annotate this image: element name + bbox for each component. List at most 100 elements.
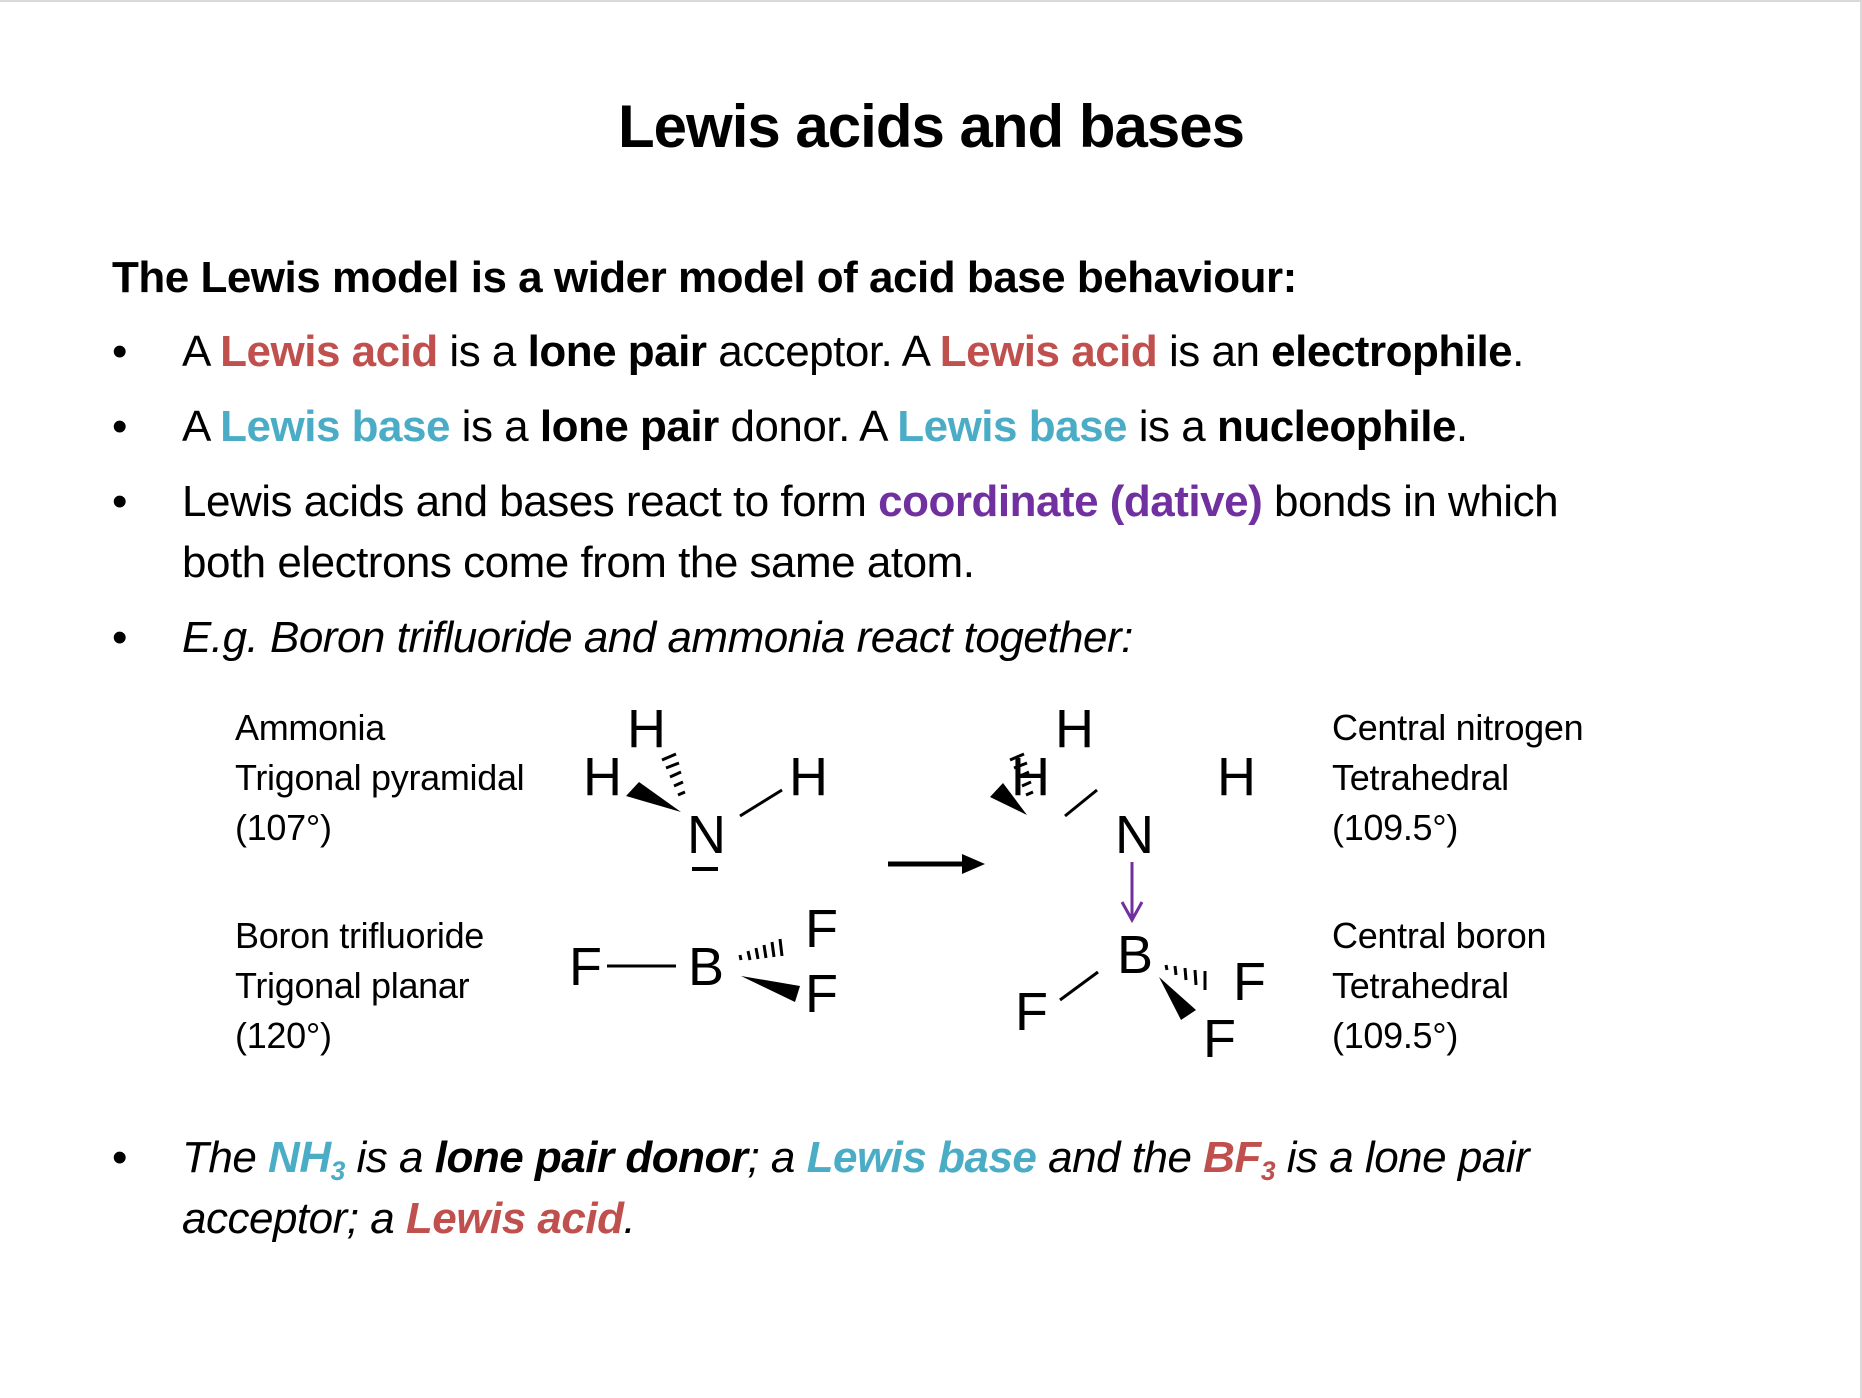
ammonia-angle: (107°) [235, 807, 332, 848]
lewis-base-term: Lewis base [220, 402, 450, 451]
hashed-bond [1009, 752, 1034, 797]
lewis-base-term: Lewis base [806, 1133, 1037, 1182]
text: . [623, 1194, 636, 1243]
wedge-bond [990, 783, 1027, 815]
text: is a lone pair [1275, 1133, 1530, 1182]
text: acceptor; a [182, 1194, 406, 1243]
text: is a [1127, 402, 1217, 451]
text: acceptor. A [706, 327, 940, 376]
atom-f-lower: F [805, 964, 838, 1024]
dative-bond-term: coordinate (dative) [878, 477, 1263, 526]
bullet-dot: • [112, 613, 128, 662]
product-boron-name: Central boron [1332, 915, 1547, 956]
atom-h-top: H [627, 699, 666, 759]
text: is a [344, 1133, 435, 1182]
product-nitrogen-angle: (109.5°) [1332, 807, 1459, 848]
subscript: 3 [1260, 1155, 1276, 1186]
bullet-dot: • [112, 402, 128, 451]
text: A [182, 402, 221, 451]
hashed-bond [661, 752, 686, 797]
hashed-bond [1164, 964, 1207, 990]
product-nitrogen-label: Central nitrogen Tetrahedral (109.5°) [1332, 703, 1584, 853]
atom-f-left: F [1015, 982, 1048, 1042]
intro-heading: The Lewis model is a wider model of acid… [112, 253, 1297, 302]
text: is a [437, 327, 528, 376]
ammonia-name: Ammonia [235, 707, 385, 748]
product-nitrogen-shape: Tetrahedral [1332, 757, 1509, 798]
lewis-base-term: Lewis base [897, 402, 1128, 451]
hashed-bond [738, 938, 784, 961]
atom-b: B [688, 937, 724, 997]
wedge-bond [1159, 977, 1196, 1020]
atom-h-right: H [789, 747, 828, 807]
nucleophile-term: nucleophile [1216, 402, 1456, 451]
product-boron-shape: Tetrahedral [1332, 965, 1509, 1006]
text: . [1512, 327, 1524, 376]
slide-title: Lewis acids and bases [618, 93, 1245, 160]
lone-pair-donor-term: lone pair donor [434, 1133, 748, 1182]
product-boron-angle: (109.5°) [1332, 1015, 1459, 1056]
text: Lewis acids and bases react to form [182, 477, 879, 526]
atom-b: B [1117, 925, 1153, 985]
atom-h-right: H [1217, 747, 1256, 807]
slide-border-right [1860, 0, 1862, 1398]
bf3-shape: Trigonal planar [235, 965, 470, 1006]
lewis-acid-term: Lewis acid [405, 1194, 624, 1243]
ammonia-shape: Trigonal pyramidal [235, 757, 525, 798]
bf3-label: Boron trifluoride Trigonal planar (120°) [235, 911, 484, 1061]
subscript: 3 [330, 1155, 346, 1186]
product-boron-label: Central boron Tetrahedral (109.5°) [1332, 911, 1547, 1061]
bf3-name: Boron trifluoride [235, 915, 485, 956]
ammonia-label: Ammonia Trigonal pyramidal (107°) [235, 703, 525, 853]
text: A [182, 327, 221, 376]
bf3-angle: (120°) [235, 1015, 332, 1056]
single-bond [739, 788, 783, 818]
ammonia-structure: H H H N [583, 699, 828, 871]
text: The [182, 1133, 269, 1182]
atom-n: N [687, 805, 726, 865]
product-nitrogen-name: Central nitrogen [1332, 707, 1584, 748]
nh3-term: NH3 [268, 1133, 345, 1186]
text: ; a [747, 1133, 807, 1182]
atom-f-bottom: F [1203, 1009, 1236, 1069]
electrophile-term: electrophile [1271, 327, 1513, 376]
bullet-text: Lewis acids and bases react to form coor… [182, 477, 1559, 527]
bullet-text: E.g. Boron trifluoride and ammonia react… [182, 613, 1133, 662]
bf3-term: BF3 [1203, 1133, 1275, 1186]
lewis-acid-term: Lewis acid [220, 327, 438, 376]
atom-h-top: H [1055, 699, 1094, 759]
product-bf3-structure: B F F F [1015, 925, 1266, 1069]
text: . [1455, 402, 1468, 451]
formula: NH [268, 1133, 331, 1182]
lone-pair-term: lone pair [539, 402, 719, 451]
text: donor. A [718, 402, 898, 451]
single-bond [1064, 788, 1098, 818]
bullet-text-line2: both electrons come from the same atom. [182, 538, 975, 587]
atom-n: N [1115, 805, 1154, 865]
bf3-structure: F B F F [569, 899, 838, 1024]
bullet-text: A Lewis base is a lone pair donor. A Lew… [182, 402, 1468, 452]
single-bond [1059, 970, 1099, 1002]
text: bonds in which [1262, 477, 1559, 526]
formula: BF [1203, 1133, 1261, 1182]
text: and the [1036, 1133, 1204, 1182]
product-nh3-structure: H H H N [990, 699, 1256, 865]
atom-h-left: H [583, 747, 622, 807]
bullet-dot: • [112, 327, 128, 376]
bullet-dot: • [112, 477, 128, 526]
wedge-bond [626, 782, 681, 812]
slide-border-top [0, 0, 1862, 2]
text: is a [449, 402, 540, 451]
down-arrow-icon [1120, 862, 1144, 924]
atom-f-upper: F [805, 899, 838, 959]
lewis-acid-term: Lewis acid [939, 327, 1158, 376]
wedge-bond [741, 976, 800, 1002]
atom-f-right: F [1233, 952, 1266, 1012]
lone-pair-term: lone pair [527, 327, 707, 376]
bullet-text: A Lewis acid is a lone pair acceptor. A … [182, 327, 1524, 377]
atom-f-left: F [569, 937, 602, 997]
bullet-text-line2: acceptor; a Lewis acid. [182, 1194, 636, 1244]
bullet-dot: • [112, 1133, 128, 1182]
right-arrow-icon [888, 854, 985, 874]
